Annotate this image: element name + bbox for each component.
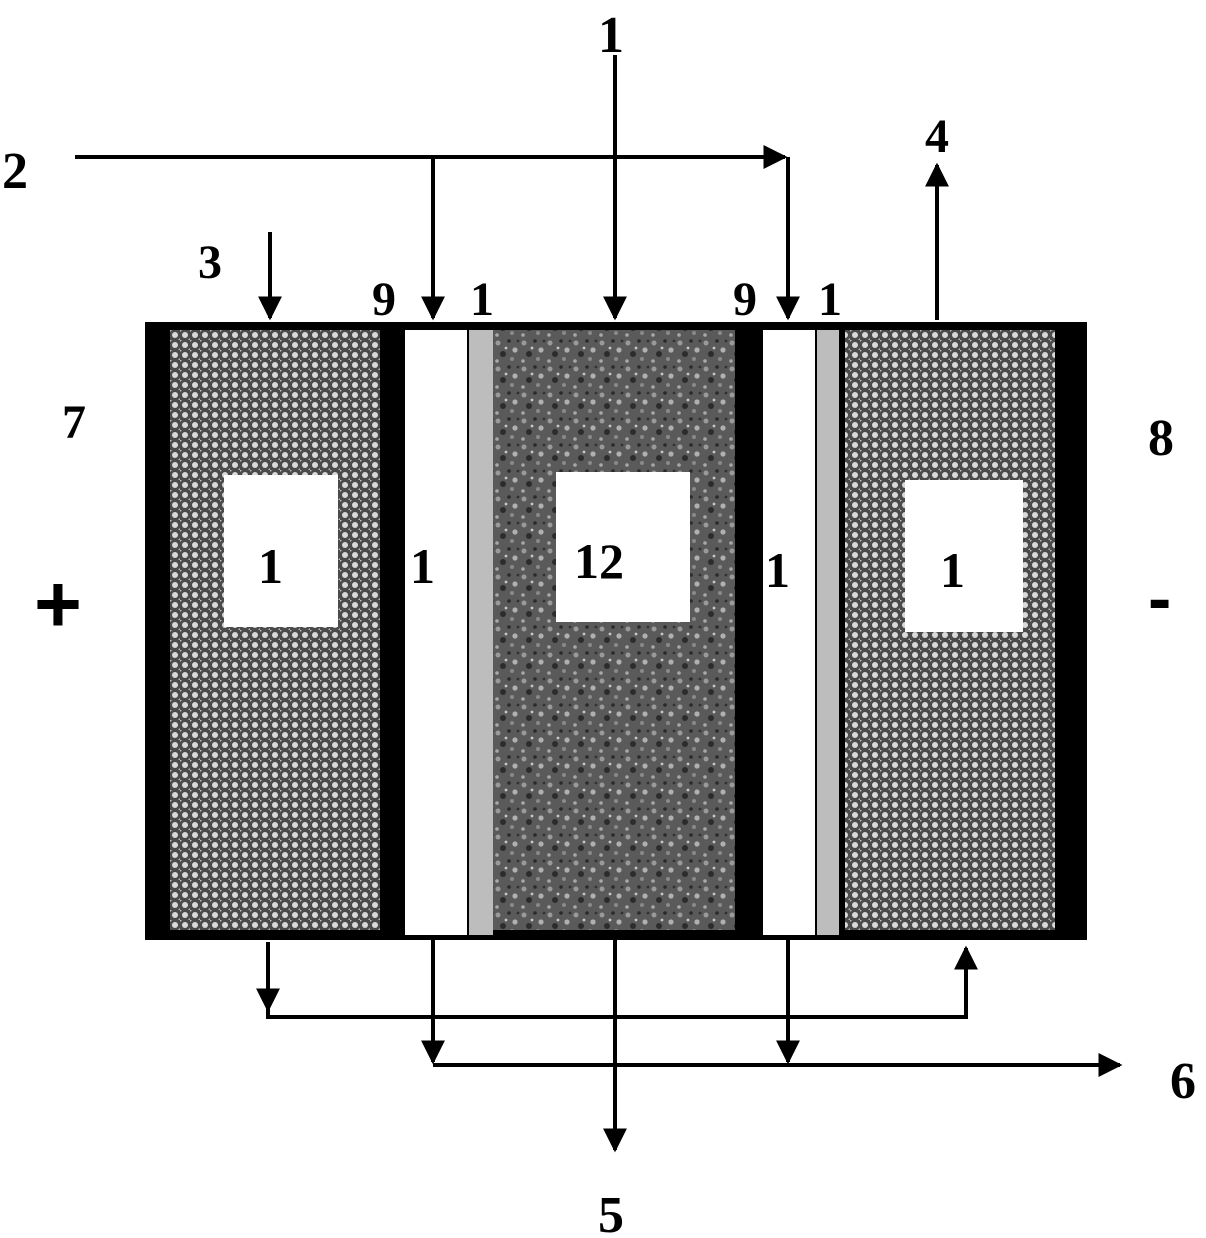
center-chamber <box>493 330 735 930</box>
right-box-label-bg <box>905 480 1023 632</box>
label-left-box: 1 <box>258 538 283 594</box>
label-stream-3: 3 <box>198 236 222 289</box>
label-center-box: 12 <box>574 533 624 589</box>
label-left-top-1: 1 <box>470 273 494 326</box>
left-membrane <box>469 330 493 935</box>
label-stream-2: 2 <box>2 143 28 200</box>
center-box-label-bg <box>556 472 690 622</box>
label-left-top-9: 9 <box>372 273 396 326</box>
minus-sign: - <box>1148 559 1171 637</box>
flow-lines <box>75 55 1123 1153</box>
label-left-gap: 1 <box>410 538 435 594</box>
right-membrane <box>817 330 839 935</box>
left-electrode-chamber <box>170 330 380 930</box>
label-left-electrode: 7 <box>62 396 86 449</box>
label-right-electrode: 8 <box>1148 410 1174 467</box>
label-right-gap: 1 <box>765 542 790 598</box>
label-right-top-1: 1 <box>818 273 842 326</box>
label-right-top-9: 9 <box>733 273 757 326</box>
right-gap-channel <box>763 330 815 935</box>
labels: 1 2 3 4 5 6 7 8 9 1 9 1 1 1 12 1 1 + - <box>2 7 1196 1238</box>
cell-stack <box>145 322 1087 940</box>
left-gap-channel <box>405 330 467 935</box>
left-box-label-bg <box>224 475 338 627</box>
label-right-box: 1 <box>940 542 965 598</box>
plus-sign: + <box>34 559 82 650</box>
label-stream-6: 6 <box>1170 1053 1196 1110</box>
label-stream-4: 4 <box>925 110 949 163</box>
label-stream-5: 5 <box>598 1187 624 1238</box>
label-top-center: 1 <box>598 7 624 64</box>
